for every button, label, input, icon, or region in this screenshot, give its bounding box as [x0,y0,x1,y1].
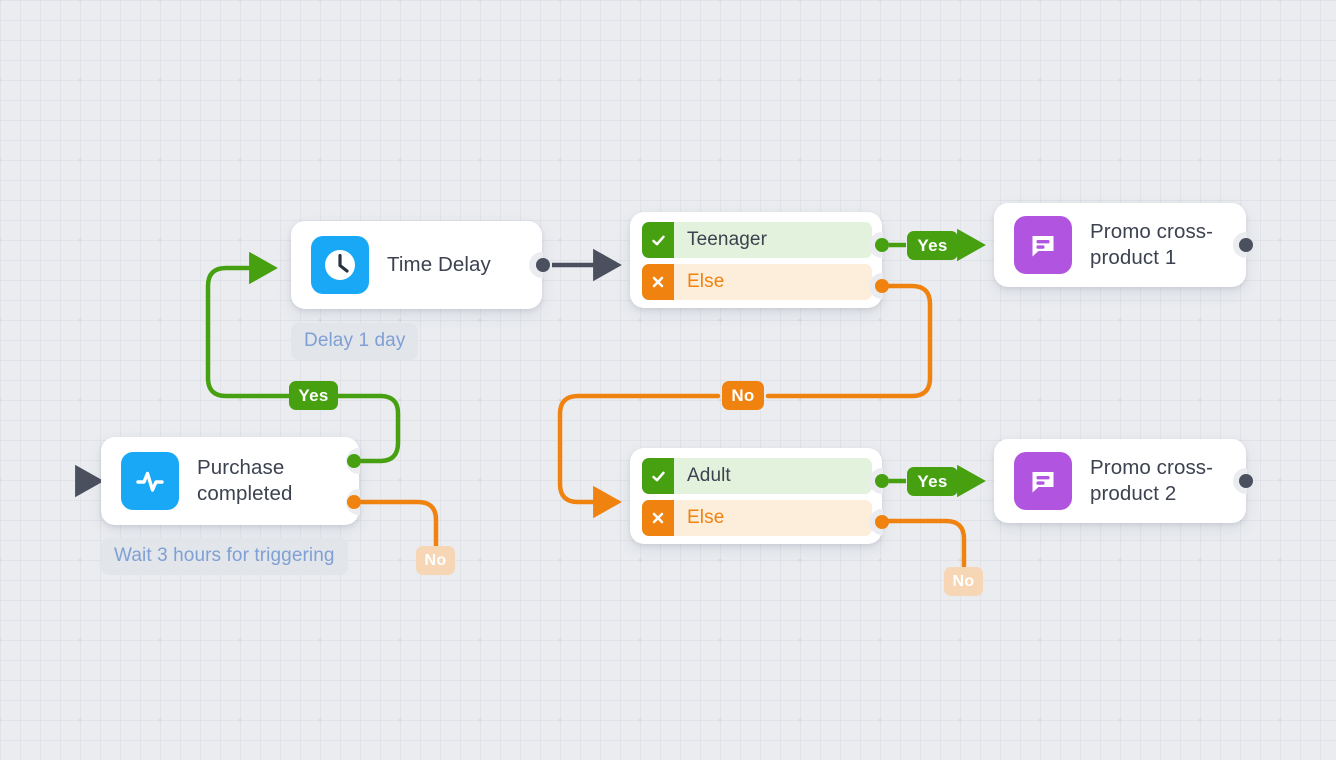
check-icon [642,458,674,494]
condition-label: Else [687,271,725,292]
edge-teenager-else-to-adult [557,283,933,519]
condition-row-else[interactable]: Else [642,500,872,536]
node-title: Time Delay [387,252,491,276]
chat-message-icon [1014,216,1072,274]
edge-badge-no-purchase-dangling[interactable]: No [416,546,455,575]
node-condition-adult[interactable]: Adult Else [630,448,883,544]
activity-pulse-icon [121,452,179,510]
edge-adult-else-dangling [886,518,967,637]
edge-purchase-no-dangling [359,499,439,615]
condition-row-teenager[interactable]: Teenager [642,222,872,258]
node-subtitle-purchase: Wait 3 hours for triggering [101,538,348,575]
clock-icon [311,236,369,294]
cross-icon [642,264,674,300]
node-title: Promo cross-product 1 [1090,219,1214,269]
output-dot-yes-adult[interactable] [875,474,889,488]
node-condition-teenager[interactable]: Teenager Else [630,212,883,308]
output-dot-time-delay[interactable] [536,258,550,272]
chat-message-icon [1014,452,1072,510]
node-title: Purchase completed [197,455,293,505]
node-promo-cross-product-1[interactable]: Promo cross-product 1 [994,203,1247,287]
node-subtitle-time-delay: Delay 1 day [291,323,419,360]
condition-label: Else [687,507,725,528]
output-dot-else-teenager[interactable] [875,279,889,293]
node-purchase-completed[interactable]: Purchase completed [101,437,360,525]
output-dot-promo-1[interactable] [1239,238,1253,252]
output-dot-promo-2[interactable] [1239,474,1253,488]
condition-row-adult[interactable]: Adult [642,458,872,494]
condition-label: Adult [687,465,731,486]
output-dot-no-purchase[interactable] [347,495,361,509]
edge-badge-yes-purchase[interactable]: Yes [289,381,338,410]
edge-badge-no-adult-dangling[interactable]: No [944,567,983,596]
check-icon [642,222,674,258]
condition-row-else[interactable]: Else [642,264,872,300]
node-promo-cross-product-2[interactable]: Promo cross-product 2 [994,439,1247,523]
output-dot-yes-purchase[interactable] [347,454,361,468]
edge-badge-yes-teenager[interactable]: Yes [907,231,958,260]
condition-label: Teenager [687,229,768,250]
cross-icon [642,500,674,536]
edge-badge-yes-adult[interactable]: Yes [907,467,958,496]
edge-badge-no-teenager[interactable]: No [722,381,764,410]
output-dot-else-adult[interactable] [875,515,889,529]
output-dot-yes-teenager[interactable] [875,238,889,252]
node-title: Promo cross-product 2 [1090,455,1214,505]
node-time-delay[interactable]: Time Delay [291,221,543,309]
